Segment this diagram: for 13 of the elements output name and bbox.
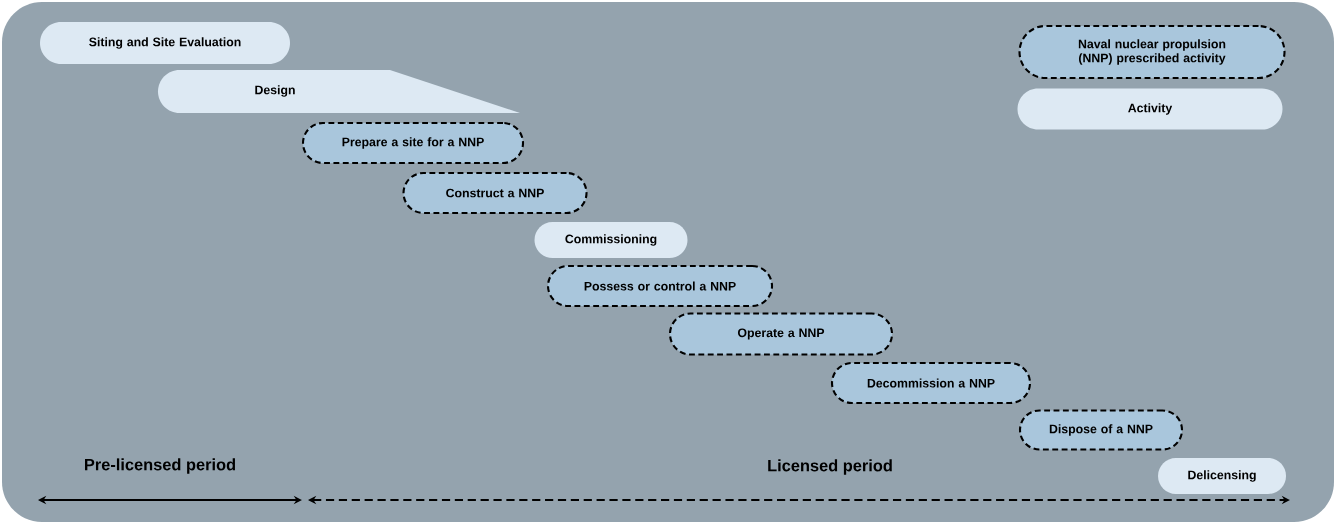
prescribed-activity-box: Operate a NNP — [668, 312, 894, 356]
prescribed-activity-box: Dispose of a NNP — [1018, 409, 1184, 451]
period-label: Pre-licensed period — [85, 458, 236, 474]
activity-box: Commissioning — [534, 222, 688, 258]
prescribed-activity-box: Decommission a NNP — [830, 361, 1032, 405]
prescribed-activity-box: Possess or control a NNP — [546, 264, 774, 308]
activity-box: Siting and Site Evaluation — [40, 22, 290, 64]
prescribed-activity-box: Naval nuclear propulsion (NNP) prescribed activity — [1018, 24, 1286, 80]
prescribed-activity-box: Prepare a site for a NNP — [301, 121, 525, 165]
prescribed-activity-box: Construct a NNP — [402, 171, 588, 215]
period-label: Licensed period — [768, 459, 892, 475]
activity-box: Delicensing — [1158, 458, 1286, 494]
activity-box: Activity — [1017, 88, 1283, 130]
